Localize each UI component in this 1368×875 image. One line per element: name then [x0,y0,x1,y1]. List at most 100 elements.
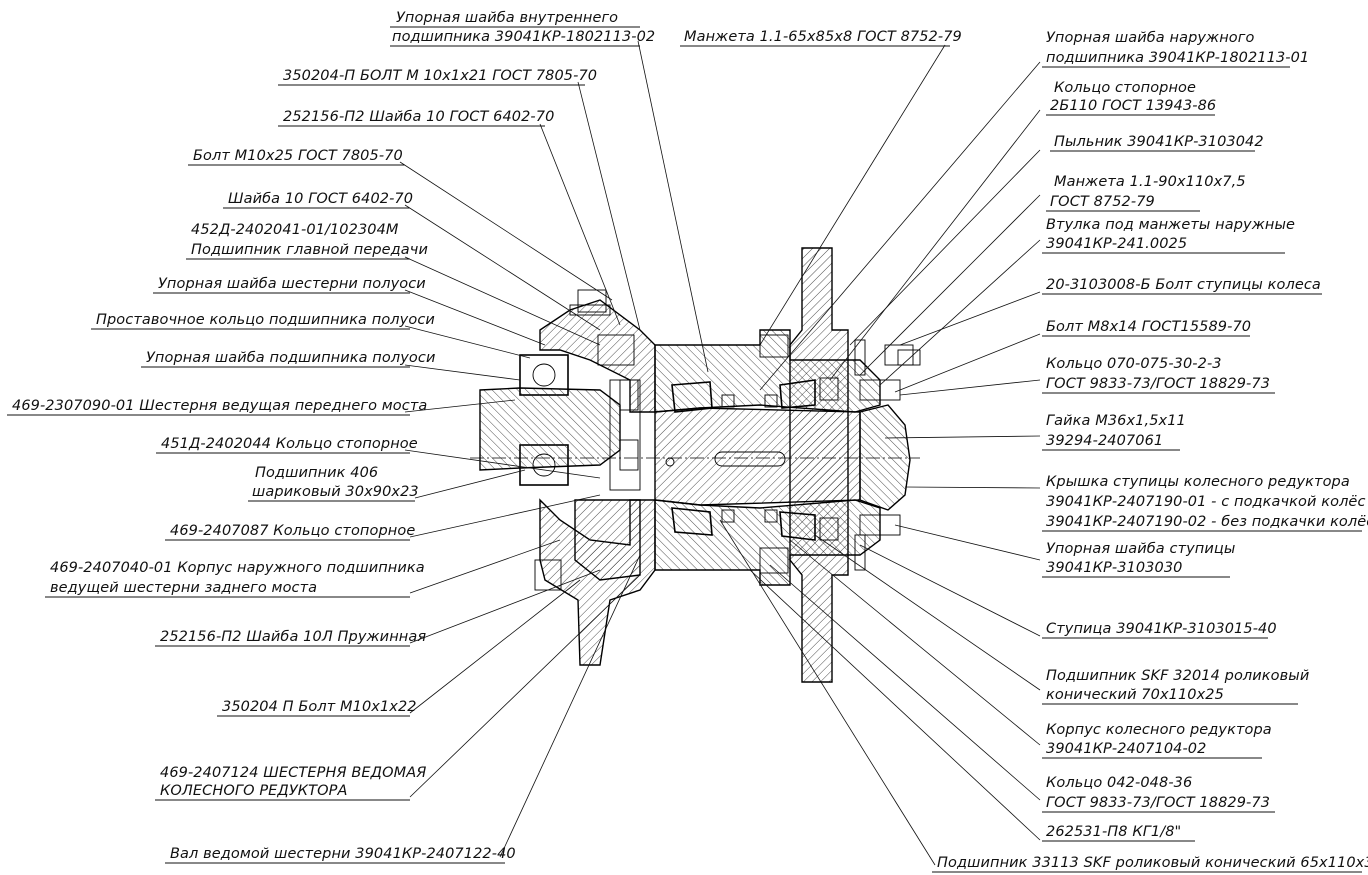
svg-text:39041КР-241.0025: 39041КР-241.0025 [1046,236,1187,252]
callout-left-2: 350204-П БОЛТ М 10х1х21 ГОСТ 7805-70 [278,68,597,86]
callout-left-17: 469-2407124 ШЕСТЕРНЯ ВЕДОМАЯ КОЛЕСНОГО РЕ… [155,765,426,801]
cross-section [470,247,921,683]
gear-housing [539,299,656,413]
callouts-top: Манжета 1.1-65х85х8 ГОСТ 8752-79 [680,29,962,47]
svg-text:39041КР-2407104-02: 39041КР-2407104-02 [1046,741,1206,757]
callout-right-9: Гайка М36х1,5х11 39294-2407061 [1042,413,1186,451]
svg-text:ГОСТ 8752-79: ГОСТ 8752-79 [1050,194,1155,210]
svg-text:Втулка под манжеты наружные: Втулка под манжеты наружные [1046,217,1295,233]
svg-text:Вал ведомой шестерни 39041КР-2: Вал ведомой шестерни 39041КР-2407122-40 [170,846,516,862]
callout-left-18: Вал ведомой шестерни 39041КР-2407122-40 [165,846,516,864]
callout-left-14: 469-2407040-01 Корпус наружного подшипни… [45,560,425,598]
svg-text:350204-П БОЛТ М 10х1х21 ГОСТ 7: 350204-П БОЛТ М 10х1х21 ГОСТ 7805-70 [283,68,597,84]
svg-text:Подшипник 406: Подшипник 406 [255,465,378,481]
svg-text:469-2407040-01 Корпус наружног: 469-2407040-01 Корпус наружного подшипни… [50,560,425,576]
callout-left-13: 469-2407087 Кольцо стопорное [165,523,415,541]
svg-text:подшипника 39041КР-1802113-02: подшипника 39041КР-1802113-02 [392,29,655,45]
svg-text:ГОСТ 9833-73/ГОСТ 18829-73: ГОСТ 9833-73/ГОСТ 18829-73 [1046,376,1270,392]
svg-text:Кольцо 070-075-30-2-3: Кольцо 070-075-30-2-3 [1046,356,1222,372]
svg-text:469-2307090-01 Шестерня ведуща: 469-2307090-01 Шестерня ведущая переднег… [12,398,427,414]
svg-text:39041КР-2407190-02 - без подка: 39041КР-2407190-02 - без подкачки колёс [1046,514,1368,530]
callout-right-16: 262531-П8 КГ1/8" [1042,824,1195,842]
svg-text:Ступица 39041КР-3103015-40: Ступица 39041КР-3103015-40 [1046,621,1277,637]
svg-text:Упорная шайба внутреннего: Упорная шайба внутреннего [396,10,618,26]
svg-text:Кольцо стопорное: Кольцо стопорное [1054,80,1196,96]
pinion-shaft [479,387,621,471]
svg-text:Подшипник 33113 SKF роликовый: Подшипник 33113 SKF роликовый конический… [937,855,1368,871]
callout-right-6: 20-3103008-Б Болт ступицы колеса [1042,277,1322,295]
svg-text:Упорная шайба шестерни полуоси: Упорная шайба шестерни полуоси [158,276,426,292]
svg-text:469-2407124 ШЕСТЕРНЯ ВЕДОМАЯ: 469-2407124 ШЕСТЕРНЯ ВЕДОМАЯ [160,765,426,781]
svg-text:262531-П8 КГ1/8": 262531-П8 КГ1/8" [1046,824,1181,840]
svg-text:39041КР-3103030: 39041КР-3103030 [1046,560,1182,576]
hub-cap [859,404,911,511]
callout-right-2: Кольцо стопорное 2Б110 ГОСТ 13943-86 [1046,80,1216,116]
svg-text:Упорная шайба ступицы: Упорная шайба ступицы [1046,541,1235,557]
callout-left-4: Болт М10х25 ГОСТ 7805-70 [188,148,405,166]
callout-left-15: 252156-П2 Шайба 10Л Пружинная [155,629,426,647]
svg-text:451Д-2402044 Кольцо стопорное: 451Д-2402044 Кольцо стопорное [161,436,418,452]
svg-text:Пыльник 39041КР-3103042: Пыльник 39041КР-3103042 [1054,134,1264,150]
svg-text:Манжета 1.1-90х110х7,5: Манжета 1.1-90х110х7,5 [1054,174,1246,190]
callout-left-7: Упорная шайба шестерни полуоси [153,276,426,294]
shaft [654,407,861,506]
svg-text:Упорная шайба наружного: Упорная шайба наружного [1046,30,1254,46]
svg-text:452Д-2402041-01/102304М: 452Д-2402041-01/102304М [191,222,399,238]
svg-text:2Б110 ГОСТ 13943-86: 2Б110 ГОСТ 13943-86 [1050,98,1216,114]
svg-text:Болт М8х14 ГОСТ15589-70: Болт М8х14 ГОСТ15589-70 [1046,319,1251,335]
callout-left-8: Проставочное кольцо подшипника полуоси [91,312,435,330]
callout-right-13: Подшипник SKF 32014 роликовый конический … [1042,668,1309,705]
svg-text:шариковый 30х90х23: шариковый 30х90х23 [252,484,419,500]
callout-left-16: 350204 П Болт М10х1х22 [217,699,417,717]
callout-right-10: Крышка ступицы колесного редуктора 39041К… [1042,474,1368,532]
callout-right-11: Упорная шайба ступицы 39041КР-3103030 [1042,541,1235,578]
svg-text:Кольцо 042-048-36: Кольцо 042-048-36 [1046,775,1192,791]
callout-left-5: Шайба 10 ГОСТ 6402-70 [223,191,413,209]
bearings-lower [671,507,839,541]
svg-text:39294-2407061: 39294-2407061 [1046,433,1163,449]
svg-text:39041КР-2407190-01 - с подкачк: 39041КР-2407190-01 - с подкачкой колёс [1046,494,1366,510]
callout-left-11: 451Д-2402044 Кольцо стопорное [156,436,418,454]
svg-text:Гайка М36х1,5х11: Гайка М36х1,5х11 [1046,413,1186,429]
callout-left-12: Подшипник 406 шариковый 30х90х23 [248,465,419,502]
callout-top-1: Манжета 1.1-65х85х8 ГОСТ 8752-79 [680,29,962,47]
callout-right-17: Подшипник 33113 SKF роликовый конический… [932,855,1368,873]
callouts-left: Упорная шайба внутреннего подшипника 3904… [7,10,655,864]
svg-text:469-2407087 Кольцо стопорное: 469-2407087 Кольцо стопорное [170,523,415,539]
callout-left-6: 452Д-2402041-01/102304М Подшипник главной… [186,222,428,260]
callout-left-10: 469-2307090-01 Шестерня ведущая переднег… [7,398,427,416]
svg-text:подшипника 39041КР-1802113-01: подшипника 39041КР-1802113-01 [1046,50,1309,66]
svg-text:конический 70х110х25: конический 70х110х25 [1046,687,1224,703]
callout-left-3: 252156-П2 Шайба 10 ГОСТ 6402-70 [278,109,554,127]
callout-right-3: Пыльник 39041КР-3103042 [1050,134,1264,152]
callout-right-7: Болт М8х14 ГОСТ15589-70 [1042,319,1251,337]
svg-text:ведущей шестерни заднего моста: ведущей шестерни заднего моста [50,580,317,596]
svg-text:Упорная шайба подшипника полуо: Упорная шайба подшипника полуоси [146,350,435,366]
svg-text:Крышка ступицы колесного редук: Крышка ступицы колесного редуктора [1046,474,1350,490]
bearings-upper [671,377,839,413]
svg-text:252156-П2 Шайба 10 ГОСТ 6402-7: 252156-П2 Шайба 10 ГОСТ 6402-70 [283,109,554,125]
svg-text:Подшипник SKF 32014 роликовый: Подшипник SKF 32014 роликовый [1046,668,1309,684]
svg-text:Корпус колесного редуктора: Корпус колесного редуктора [1046,722,1272,738]
callout-left-9: Упорная шайба подшипника полуоси [141,350,435,368]
callout-right-1: Упорная шайба наружного подшипника 39041К… [1042,30,1309,68]
svg-text:КОЛЕСНОГО РЕДУКТОРА: КОЛЕСНОГО РЕДУКТОРА [160,783,348,799]
svg-text:350204 П Болт М10х1х22: 350204 П Болт М10х1х22 [222,699,417,715]
svg-text:Проставочное кольцо подшипника: Проставочное кольцо подшипника полуоси [96,312,435,328]
svg-text:ГОСТ 9833-73/ГОСТ 18829-73: ГОСТ 9833-73/ГОСТ 18829-73 [1046,795,1270,811]
callout-right-12: Ступица 39041КР-3103015-40 [1042,621,1277,639]
svg-text:252156-П2 Шайба 10Л Пружинная: 252156-П2 Шайба 10Л Пружинная [160,629,426,645]
svg-text:Болт М10х25 ГОСТ 7805-70: Болт М10х25 ГОСТ 7805-70 [193,148,403,164]
callout-left-1: Упорная шайба внутреннего подшипника 3904… [390,10,655,47]
callout-right-14: Корпус колесного редуктора 39041КР-240710… [1042,722,1272,759]
leader-lines [399,40,1041,866]
svg-text:Манжета 1.1-65х85х8 ГОСТ 8752-: Манжета 1.1-65х85х8 ГОСТ 8752-79 [684,29,962,45]
svg-text:20-3103008-Б Болт ступицы коле: 20-3103008-Б Болт ступицы колеса [1046,277,1321,293]
svg-text:Подшипник главной передачи: Подшипник главной передачи [191,242,428,258]
svg-text:Шайба 10 ГОСТ 6402-70: Шайба 10 ГОСТ 6402-70 [228,191,413,207]
callout-right-5: Втулка под манжеты наружные 39041КР-241.0… [1042,217,1295,254]
